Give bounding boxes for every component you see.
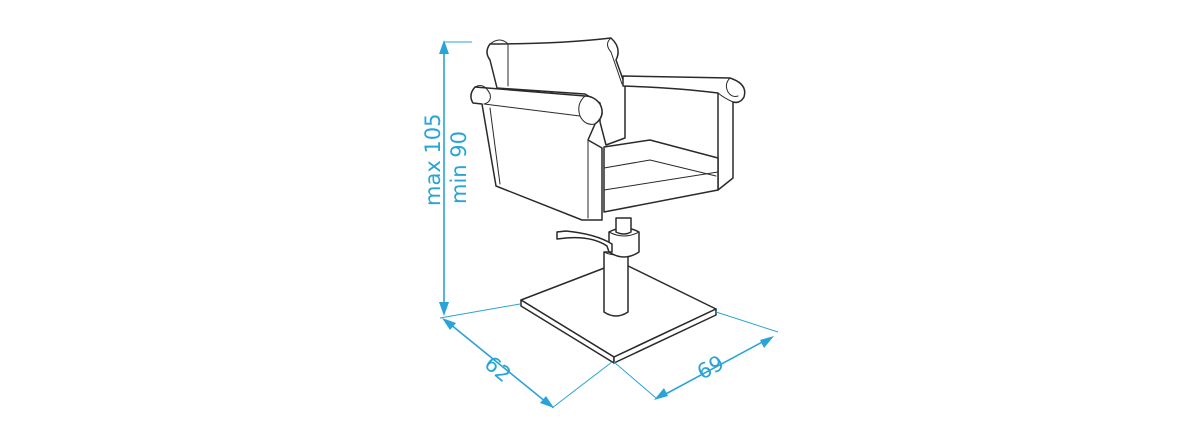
- height-max-label: max 105: [421, 113, 445, 206]
- chair-right-armrest: [622, 75, 746, 191]
- width-label: 69: [693, 351, 728, 385]
- chair-column: [603, 251, 629, 317]
- chair-illustration: [470, 37, 746, 364]
- chair-foot-pedal: [556, 230, 613, 253]
- depth-label: 62: [480, 351, 516, 387]
- chair-backrest: [486, 37, 626, 146]
- chair-left-armrest: [470, 85, 603, 221]
- height-min-label: min 90: [447, 131, 471, 204]
- chair-pump-housing: [608, 217, 640, 258]
- chair-seat: [603, 139, 719, 213]
- height-dimension: max 105 min 90: [421, 40, 472, 316]
